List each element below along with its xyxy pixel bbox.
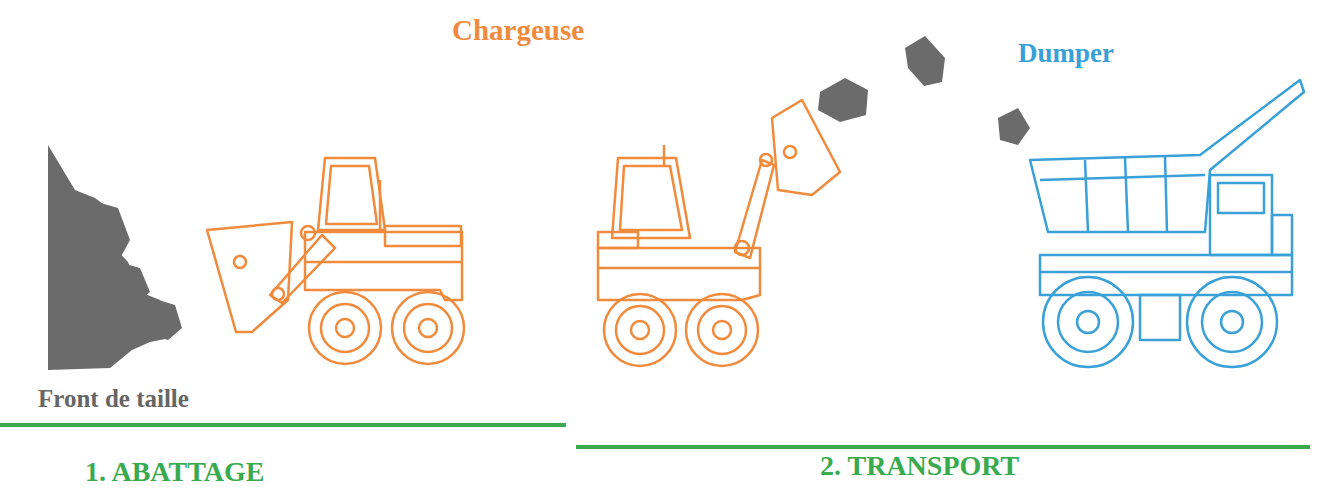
loader-wheel bbox=[404, 304, 452, 352]
dumper-cab-window bbox=[1218, 183, 1264, 213]
vehicle-label: Chargeuse bbox=[452, 16, 584, 45]
loader-pivot bbox=[784, 146, 796, 158]
flying-rocks bbox=[818, 36, 1030, 145]
loader-wheel bbox=[392, 292, 464, 364]
dumper-bed-rib bbox=[1125, 158, 1128, 232]
phase-label: 1. ABATTAGE bbox=[85, 458, 264, 486]
dumper-trim bbox=[1040, 271, 1292, 274]
loader-cab-window bbox=[620, 166, 682, 230]
dumper-chassis bbox=[1040, 255, 1292, 295]
rock-block bbox=[108, 262, 150, 305]
loader-wheel bbox=[604, 294, 676, 366]
phase-line bbox=[576, 445, 1310, 449]
dumper-wheel bbox=[1187, 277, 1277, 367]
loader-trim bbox=[305, 261, 462, 264]
area-label: Front de taille bbox=[38, 386, 189, 411]
loader-wheel bbox=[698, 306, 746, 354]
loader-exhaust bbox=[663, 145, 666, 165]
loader-arm bbox=[735, 160, 774, 258]
dumper-hub bbox=[1077, 311, 1099, 333]
loader-cab bbox=[318, 158, 385, 230]
loader-wheel bbox=[321, 304, 369, 352]
loader-pivot bbox=[760, 154, 772, 166]
rock bbox=[818, 78, 868, 122]
dumper-grille bbox=[1272, 215, 1292, 255]
phase-label: 2. TRANSPORT bbox=[820, 452, 1019, 480]
loader-hub bbox=[419, 319, 437, 337]
loader-exhaust bbox=[379, 180, 382, 232]
vehicle-label: Dumper bbox=[1018, 40, 1114, 67]
loader-chassis bbox=[598, 248, 760, 300]
dumper-hub bbox=[1221, 311, 1243, 333]
dumper-bed-rib bbox=[1085, 160, 1088, 232]
loader-wheel bbox=[309, 292, 381, 364]
loader-hood bbox=[385, 226, 461, 246]
loader-pivot bbox=[735, 241, 749, 255]
loader-hub bbox=[336, 319, 354, 337]
dumper-wheel bbox=[1043, 277, 1133, 367]
loader-cab-window bbox=[326, 166, 377, 224]
loader-bucket bbox=[207, 222, 292, 332]
loader-digging bbox=[207, 158, 464, 364]
dumper-cab bbox=[1210, 175, 1272, 255]
dumper-tank bbox=[1140, 295, 1180, 340]
dumper-bed-rib bbox=[1040, 175, 1205, 180]
dumper-truck bbox=[1030, 80, 1304, 367]
dumper-bed bbox=[1030, 80, 1304, 232]
loader-trim bbox=[598, 267, 760, 270]
loader-wheel bbox=[686, 294, 758, 366]
loader-pivot bbox=[301, 226, 315, 240]
loader-pivot bbox=[272, 288, 284, 300]
phase-line bbox=[0, 423, 566, 427]
dumper-wheel bbox=[1058, 292, 1118, 352]
loader-hood bbox=[598, 232, 638, 248]
rock bbox=[905, 36, 945, 86]
dumper-bed-rib bbox=[1165, 157, 1167, 232]
loader-arm bbox=[270, 235, 335, 303]
loader-hub bbox=[713, 321, 731, 339]
rock-block bbox=[144, 298, 182, 340]
loader-pivot bbox=[234, 256, 246, 268]
loader-hub bbox=[631, 321, 649, 339]
rock-face bbox=[48, 145, 182, 370]
loader-wheel bbox=[616, 306, 664, 354]
rock-block bbox=[85, 200, 130, 262]
rock bbox=[998, 108, 1030, 145]
dumper-wheel bbox=[1202, 292, 1262, 352]
loader-cab bbox=[612, 158, 690, 238]
loader-lifting bbox=[598, 100, 840, 366]
